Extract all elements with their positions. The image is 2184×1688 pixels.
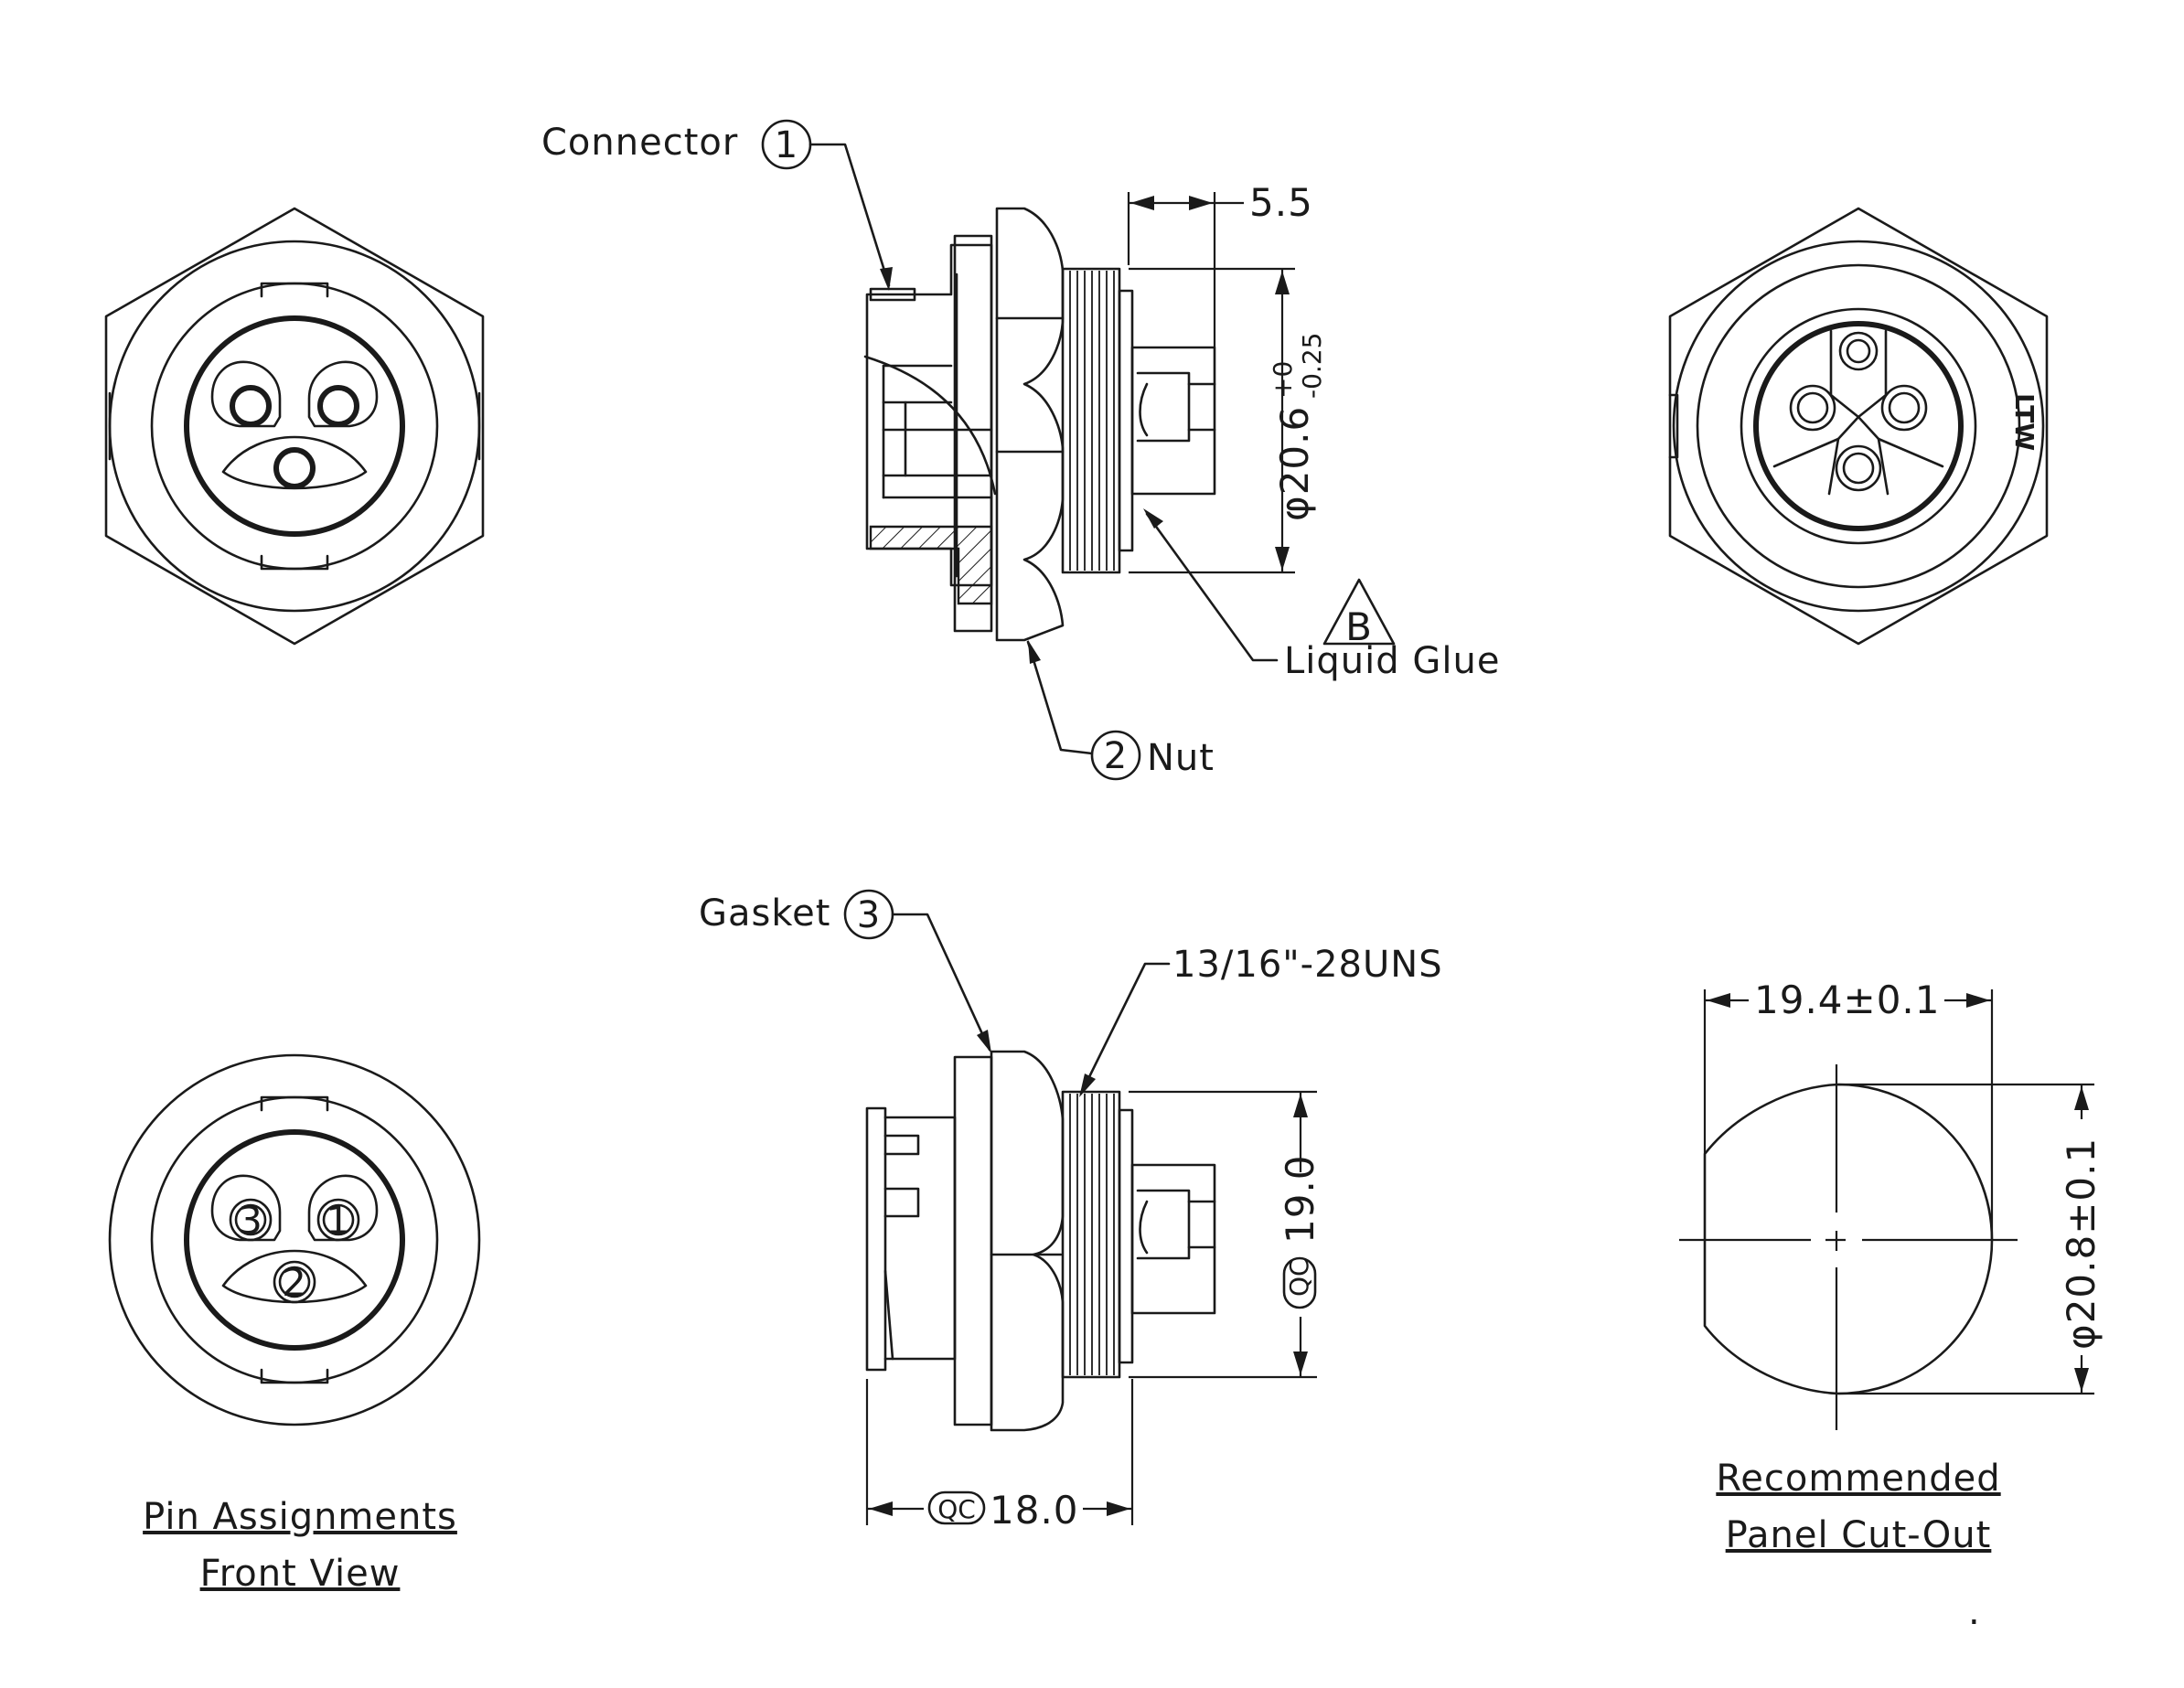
dim-top-offset-value: 5.5 [1249, 180, 1313, 225]
ltw-mark: LTW [2009, 393, 2039, 451]
pin-3: 3 [229, 1198, 273, 1243]
cutout-caption-line2: Panel Cut-Out [1726, 1514, 1992, 1556]
liquid-glue-label: Liquid Glue [1284, 640, 1500, 682]
thread-lines [1069, 271, 1115, 571]
dim-body-height-qc: QC [1284, 1258, 1314, 1297]
dim-body-length-qc: QC [937, 1494, 976, 1524]
thread-lines-lower [1069, 1094, 1115, 1375]
cutout-caption-line1: Recommended [1716, 1458, 2000, 1500]
gasket-num: 3 [857, 894, 881, 936]
nut-num: 2 [1104, 735, 1128, 777]
dim-cutout-width-value: 19.4±0.1 [1754, 978, 1941, 1022]
front-view-socket-insert [210, 360, 379, 490]
glue-mark: B [1345, 604, 1373, 649]
pin-1: 1 [316, 1198, 360, 1243]
side-section-view: Connector 1 2 Nut B Liquid Glue [541, 119, 1500, 781]
side-outline-view: Gasket 3 13/16"-28UNS 19.0 QC [699, 889, 1443, 1533]
dim-body-height: 19.0 QC [1129, 1090, 1322, 1379]
nut-label: Nut [1147, 737, 1215, 779]
dim-diameter: φ20.6 +0 -0.25 [1129, 267, 1327, 574]
gasket-callout: Gasket 3 [699, 889, 991, 1053]
footer-mark: . [1968, 1591, 1981, 1633]
pin-1-label: 1 [326, 1198, 351, 1243]
rear-view: LTW [1668, 207, 2049, 646]
pin-caption-line1: Pin Assignments [143, 1496, 457, 1538]
gasket-label: Gasket [699, 892, 830, 935]
thread-callout: 13/16"-28UNS [1079, 944, 1443, 1097]
dim-body-height-value: 19.0 [1278, 1154, 1322, 1244]
pin-2-label: 2 [282, 1260, 307, 1305]
nut-callout: 2 Nut [1026, 640, 1215, 781]
liquid-glue-callout: B Liquid Glue [1143, 508, 1500, 682]
dim-cutout-diameter-value: φ20.8±0.1 [2059, 1138, 2104, 1350]
pin-2: 2 [273, 1260, 316, 1305]
dim-cutout-width: 19.4±0.1 [1703, 978, 1994, 1240]
front-view [104, 207, 485, 646]
dim-diameter-tol-minus: -0.25 [1297, 333, 1327, 399]
pin-caption-line2: Front View [200, 1553, 401, 1595]
connector-num: 1 [775, 124, 798, 166]
dim-diameter-value: φ20.6 [1272, 406, 1317, 521]
thread-label: 13/16"-28UNS [1172, 944, 1443, 986]
dim-body-length: QC 18.0 [865, 1379, 1134, 1533]
pin-assignment-view: 3 1 2 Pin Assignments Front View [108, 1053, 481, 1595]
dim-body-length-value: 18.0 [990, 1488, 1079, 1533]
pin-3-label: 3 [238, 1198, 263, 1243]
dim-diameter-tol-plus: +0 [1268, 361, 1298, 399]
dim-top-offset: 5.5 [1127, 180, 1313, 347]
connector-label: Connector [541, 122, 738, 164]
dim-cutout-diameter: φ20.8±0.1 [1838, 1083, 2104, 1395]
connector-callout: Connector 1 [541, 119, 893, 291]
panel-cutout-view: 19.4±0.1 φ20.8±0.1 Recommended Panel Cut… [1679, 978, 2104, 1556]
